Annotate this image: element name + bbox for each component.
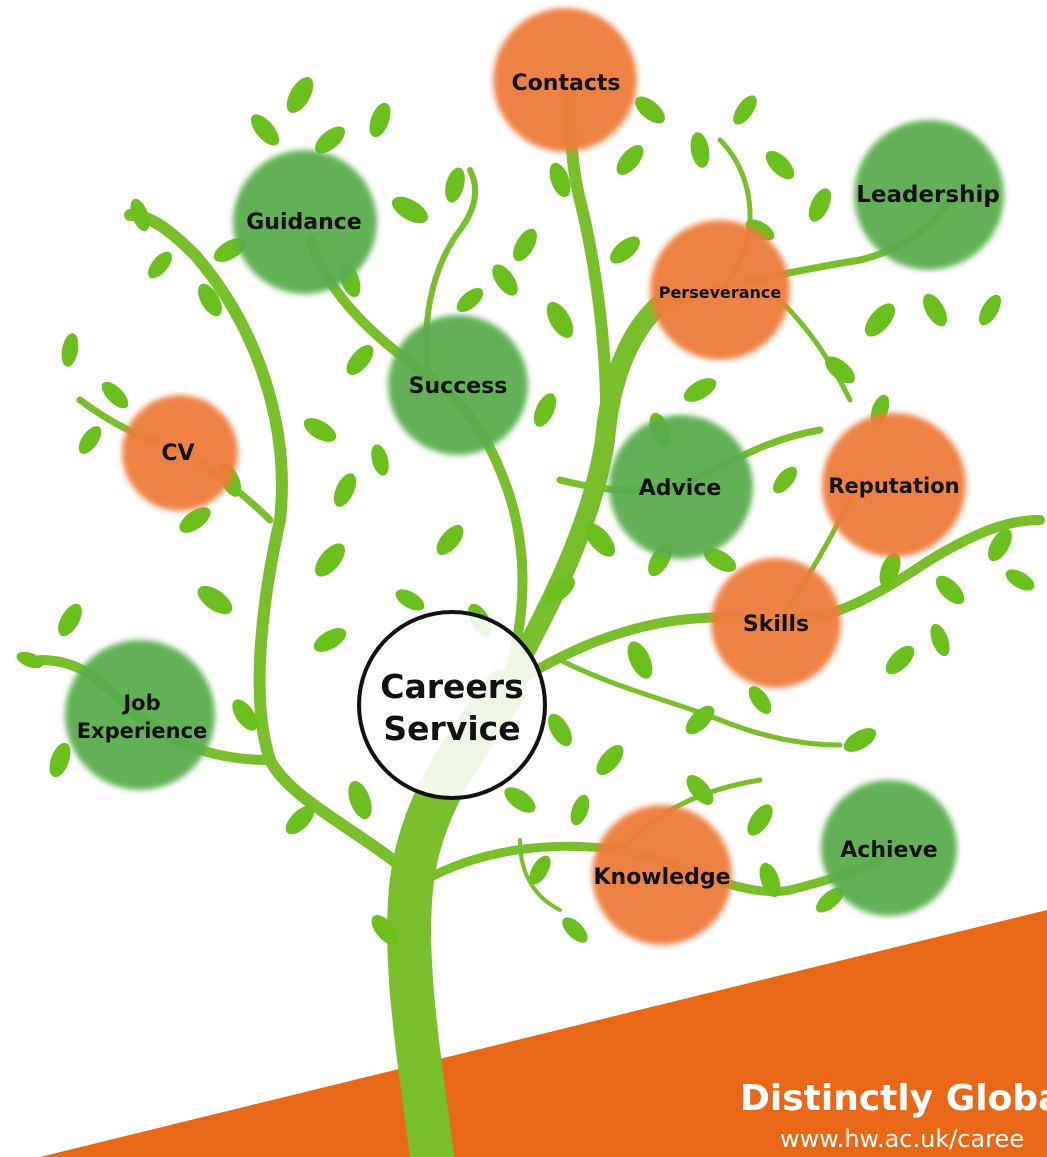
bubble-guidance [233, 150, 377, 294]
bubble-skills [711, 558, 841, 688]
label-cv: CV [161, 441, 194, 466]
bubble-reputation [822, 413, 966, 557]
label-advice: Advice [639, 476, 722, 501]
label-leadership: Leadership [856, 182, 1000, 208]
label-skills: Skills [743, 612, 809, 637]
bubbles [65, 8, 1004, 945]
label-guidance: Guidance [246, 210, 361, 235]
label-job-experience-line2: Experience [77, 719, 208, 743]
bubble-contacts [493, 8, 637, 152]
label-job-experience-line1: Job [121, 691, 160, 715]
bubble-cv [122, 395, 238, 511]
label-achieve: Achieve [840, 838, 937, 863]
footer-banner [40, 910, 1047, 1157]
label-knowledge: Knowledge [593, 865, 730, 890]
center-circle [357, 610, 547, 800]
center-label-line1: Careers [380, 667, 523, 706]
bubble-job-experience [65, 640, 215, 790]
bubble-labels: Contacts Guidance Leadership Perseveranc… [77, 71, 1000, 890]
center-label-line2: Service [383, 709, 520, 748]
footer-tagline: Distinctly Globa [740, 1078, 1047, 1119]
center-node: Careers Service [357, 610, 547, 800]
footer-url: www.hw.ac.uk/caree [780, 1125, 1024, 1153]
bubble-knowledge [592, 805, 732, 945]
bubble-achieve [821, 780, 957, 916]
bubble-perseverance [650, 220, 790, 360]
label-contacts: Contacts [512, 71, 621, 96]
bubble-success [388, 315, 528, 455]
bubble-advice [609, 415, 753, 559]
label-perseverance: Perseverance [659, 283, 782, 302]
bubble-leadership [854, 120, 1004, 270]
label-success: Success [409, 374, 508, 399]
label-reputation: Reputation [828, 474, 959, 498]
